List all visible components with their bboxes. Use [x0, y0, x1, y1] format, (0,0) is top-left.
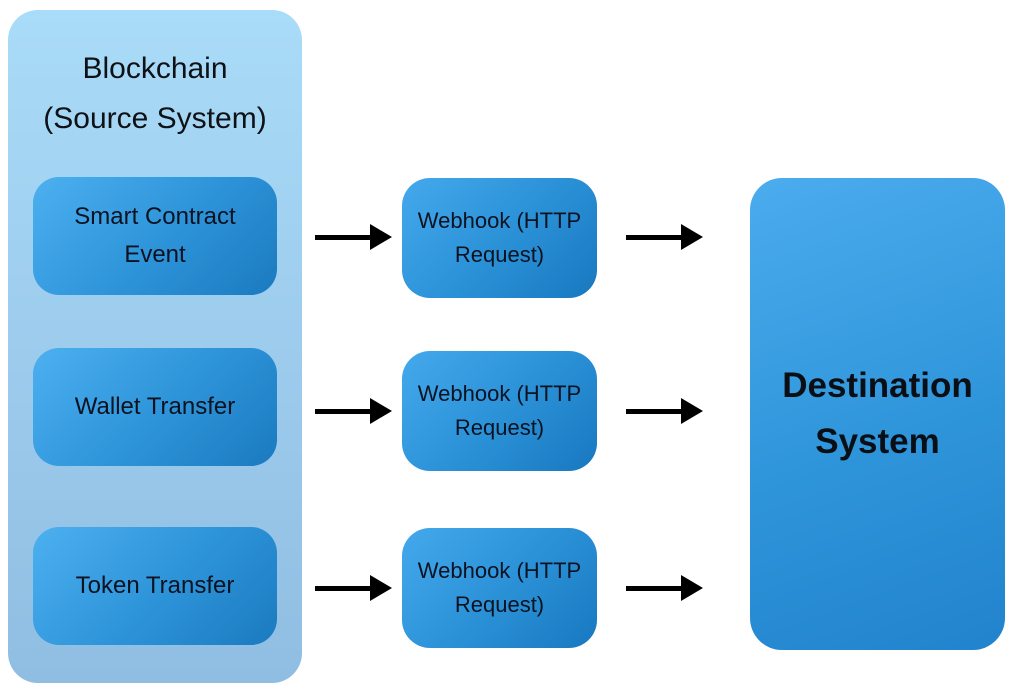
event-label: Token Transfer	[75, 572, 235, 599]
arrow-webhook1-to-destination	[626, 224, 703, 250]
arrow-head-icon	[370, 398, 392, 424]
event-label: Smart Contract Event	[74, 203, 236, 268]
webhook-box-3: Webhook (HTTP Request)	[402, 528, 597, 648]
arrow-line	[315, 234, 370, 240]
arrow-line	[626, 585, 681, 591]
arrow-line	[626, 408, 681, 414]
event-box-token-transfer: Token Transfer	[33, 527, 277, 645]
destination-label: Destination System	[782, 366, 973, 461]
arrow-wallet-transfer-to-webhook	[315, 398, 392, 424]
arrow-head-icon	[681, 224, 703, 250]
blockchain-source-container: Blockchain (Source System) Smart Contrac…	[8, 10, 302, 683]
arrow-line	[626, 234, 681, 240]
destination-system-box: Destination System	[750, 178, 1005, 650]
arrow-head-icon	[681, 575, 703, 601]
webhook-label: Webhook (HTTP Request)	[417, 381, 582, 440]
event-box-wallet-transfer: Wallet Transfer	[33, 348, 277, 466]
webhook-box-1: Webhook (HTTP Request)	[402, 178, 597, 298]
arrow-webhook3-to-destination	[626, 575, 703, 601]
webhook-label: Webhook (HTTP Request)	[417, 558, 582, 617]
source-title-line2: (Source System)	[43, 102, 267, 135]
arrow-head-icon	[681, 398, 703, 424]
source-title: Blockchain (Source System)	[8, 44, 302, 144]
webhook-label: Webhook (HTTP Request)	[417, 208, 582, 267]
arrow-head-icon	[370, 575, 392, 601]
arrow-line	[315, 408, 370, 414]
arrow-token-transfer-to-webhook	[315, 575, 392, 601]
arrow-line	[315, 585, 370, 591]
arrow-smart-contract-to-webhook	[315, 224, 392, 250]
event-box-smart-contract-event: Smart Contract Event	[33, 177, 277, 295]
arrow-head-icon	[370, 224, 392, 250]
source-title-line1: Blockchain	[82, 52, 228, 85]
arrow-webhook2-to-destination	[626, 398, 703, 424]
webhook-box-2: Webhook (HTTP Request)	[402, 351, 597, 471]
event-label: Wallet Transfer	[74, 393, 236, 420]
